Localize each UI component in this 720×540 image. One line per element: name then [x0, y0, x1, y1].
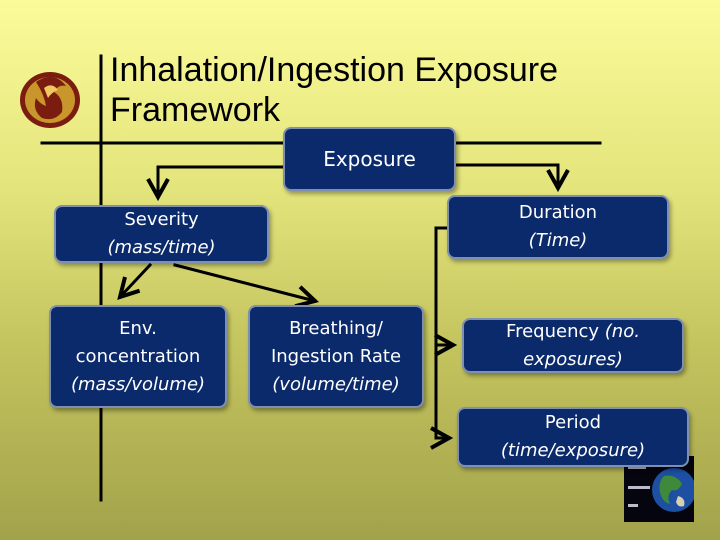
frequency-label: Frequency: [506, 320, 600, 342]
severity-box: Severity (mass/time): [54, 205, 269, 263]
breathing-rate-label-1: Breathing/: [289, 317, 383, 339]
env-concentration-unit: (mass/volume): [70, 373, 206, 395]
ucf-pegasus-logo-icon: [20, 72, 80, 128]
exposure-box: Exposure: [283, 127, 456, 191]
frequency-unit-line-2: exposures): [523, 348, 623, 370]
arrow-severity-to-breathing: [173, 263, 315, 301]
duration-unit: (Time): [528, 230, 588, 251]
arrow-exposure-to-duration: [454, 163, 558, 188]
frequency-box: Frequency (no. exposures): [462, 318, 684, 373]
title-line-1: Inhalation/Ingestion Exposure: [110, 51, 558, 89]
env-concentration-label-1: Env.: [119, 317, 157, 339]
breathing-rate-label-2: Ingestion Rate: [270, 345, 402, 367]
arrow-exposure-to-severity: [158, 165, 285, 197]
breathing-rate-unit: (volume/time): [272, 373, 400, 395]
frequency-line-1: Frequency (no.: [506, 318, 640, 346]
exposure-label: Exposure: [323, 147, 416, 171]
arrow-severity-to-env: [120, 262, 153, 297]
env-concentration-box: Env. concentration (mass/volume): [49, 305, 227, 408]
period-unit: (time/exposure): [500, 440, 646, 461]
duration-label: Duration: [518, 202, 598, 223]
env-concentration-label-2: concentration: [75, 345, 201, 367]
period-box: Period (time/exposure): [457, 407, 689, 467]
page-title: Inhalation/Ingestion Exposure Framework: [110, 50, 710, 130]
breathing-rate-box: Breathing/ Ingestion Rate (volume/time): [248, 305, 424, 408]
duration-box: Duration (Time): [447, 195, 669, 259]
duration-bracket: [436, 226, 449, 438]
period-label: Period: [544, 412, 602, 433]
frequency-unit-inline: (no.: [604, 320, 640, 342]
title-line-2: Framework: [110, 91, 281, 129]
severity-label: Severity: [124, 209, 199, 230]
severity-unit: (mass/time): [107, 237, 216, 258]
globe-icon: [624, 456, 694, 522]
